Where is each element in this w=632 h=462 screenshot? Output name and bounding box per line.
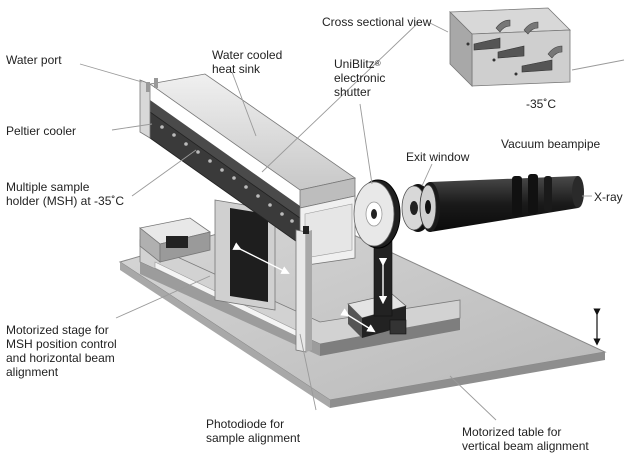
leader-lines	[79, 22, 625, 421]
cross-sectional-view-label: Cross sectional view	[322, 15, 432, 29]
cross-section-inset	[449, 7, 571, 87]
water-port-label: Water port	[6, 53, 62, 67]
peltier-cooler-label: Peltier cooler	[6, 124, 77, 138]
inset-temperature-label: -35˚C	[526, 97, 557, 111]
msh-bar-assembly	[139, 73, 356, 267]
msh-label: Multiple sample holder (MSH) at -35˚C	[6, 180, 125, 208]
xray-label: X-ray	[594, 190, 623, 204]
photodiode	[295, 226, 312, 353]
exit-window-label: Exit window	[406, 150, 470, 164]
vacuum-beampipe	[419, 174, 584, 232]
water-cooled-heat-sink-label: Water cooled heat sink	[212, 48, 283, 76]
vacuum-beampipe-label: Vacuum beampipe	[501, 137, 601, 151]
motorized-stage-label: Motorized stage for MSH position control…	[6, 323, 117, 379]
uniblitz-shutter-label: UniBlitz® electronic shutter	[334, 57, 386, 99]
motorized-table-label: Motorized table for vertical beam alignm…	[462, 425, 589, 453]
msh-support	[214, 199, 290, 311]
photodiode-label: Photodiode for sample alignment	[206, 417, 301, 445]
uniblitz-shutter	[340, 179, 401, 333]
